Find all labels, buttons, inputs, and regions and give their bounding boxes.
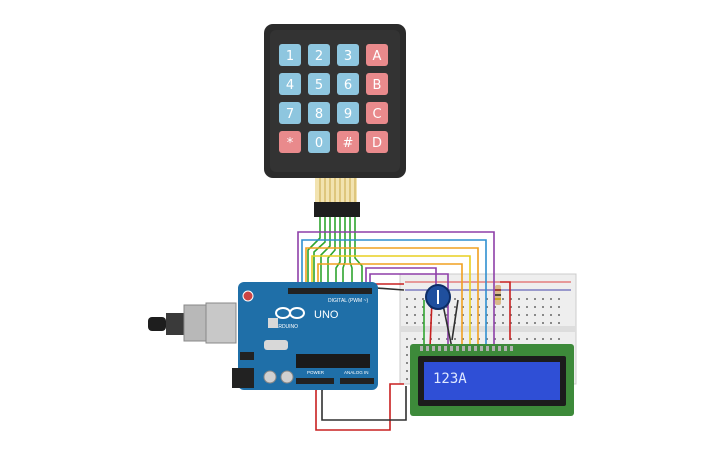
wire-black-bb-2 — [451, 299, 459, 341]
keypad-ribbon-cable — [314, 178, 360, 217]
wire-keypad-4 — [327, 217, 336, 290]
key-label: D — [372, 136, 382, 151]
key-9[interactable] — [337, 102, 359, 124]
key-label: * — [287, 136, 294, 151]
wire-keypad-5 — [335, 217, 341, 290]
key-label: 5 — [315, 78, 323, 93]
wire-keypad-2 — [313, 217, 326, 290]
key-#[interactable] — [337, 131, 359, 153]
key-label: 8 — [315, 107, 323, 122]
analog-label: ANALOG IN — [344, 370, 369, 375]
wire-keypad-8 — [354, 217, 363, 290]
key-A[interactable] — [366, 44, 388, 66]
reset-button — [242, 290, 254, 302]
potentiometer — [425, 284, 451, 310]
key-D[interactable] — [366, 131, 388, 153]
key-label: 4 — [286, 78, 294, 93]
key-0[interactable] — [308, 131, 330, 153]
analog-header — [340, 378, 374, 384]
key-label: 2 — [315, 49, 323, 64]
atmega-chip — [296, 354, 370, 368]
keypad: 1 2 3 A 4 5 6 B 7 8 9 C * 0 # D — [264, 24, 406, 178]
key-label: 6 — [344, 78, 352, 93]
key-label: 7 — [286, 107, 294, 122]
wire-keypad-1 — [307, 217, 321, 290]
arduino-logo — [275, 307, 305, 319]
wire-purple — [297, 231, 495, 348]
key-label: 0 — [315, 136, 323, 151]
ribbon-connector — [314, 202, 360, 217]
digital-header — [288, 288, 372, 294]
usb-port — [205, 302, 237, 344]
key-5[interactable] — [308, 73, 330, 95]
wire-red-bb-2 — [500, 281, 511, 340]
key-*[interactable] — [279, 131, 301, 153]
lcd-screen — [424, 362, 560, 400]
wire-purple-2 — [365, 267, 437, 300]
key-2[interactable] — [308, 44, 330, 66]
key-B[interactable] — [366, 73, 388, 95]
digital-label: DIGITAL (PWM ~) — [328, 298, 368, 304]
capacitor-2 — [280, 370, 294, 384]
arduino-brand: ARDUINO — [275, 324, 298, 330]
key-1[interactable] — [279, 44, 301, 66]
wire-keypad-6 — [342, 217, 346, 290]
key-3[interactable] — [337, 44, 359, 66]
resistor — [495, 285, 501, 305]
crystal — [268, 318, 278, 328]
arduino-model: UNO — [314, 309, 339, 321]
key-C[interactable] — [366, 102, 388, 124]
lcd-module: 123A — [410, 344, 574, 416]
regulator — [240, 352, 254, 360]
key-7[interactable] — [279, 102, 301, 124]
wire-yellow-1 — [311, 255, 471, 348]
power-label: POWER — [307, 370, 325, 375]
key-label: A — [373, 49, 382, 64]
key-label: # — [343, 136, 354, 151]
usb-connector — [183, 304, 207, 342]
key-label: C — [372, 107, 381, 122]
key-label: B — [373, 78, 382, 93]
lcd-display-text: 123A — [433, 371, 467, 387]
key-8[interactable] — [308, 102, 330, 124]
key-label: 3 — [344, 49, 352, 64]
wire-orange-1 — [305, 247, 479, 348]
capacitor-1 — [263, 370, 277, 384]
oscillator — [264, 340, 288, 350]
wire-keypad-7 — [349, 217, 353, 290]
key-6[interactable] — [337, 73, 359, 95]
power-header — [296, 378, 334, 384]
wire-blue — [301, 239, 487, 348]
keypad-keys: 1 2 3 A 4 5 6 B 7 8 9 C * 0 # D — [279, 44, 388, 153]
wire-orange-2 — [317, 263, 463, 348]
usb-plug-tip — [148, 317, 166, 331]
key-label: 1 — [286, 49, 294, 64]
key-label: 9 — [344, 107, 352, 122]
usb-plug — [166, 313, 184, 335]
power-jack — [232, 368, 254, 388]
arduino-uno: DIGITAL (PWM ~) ARDUINO UNO POWER ANALOG… — [148, 282, 378, 390]
key-4[interactable] — [279, 73, 301, 95]
ribbon-cable — [315, 178, 357, 202]
